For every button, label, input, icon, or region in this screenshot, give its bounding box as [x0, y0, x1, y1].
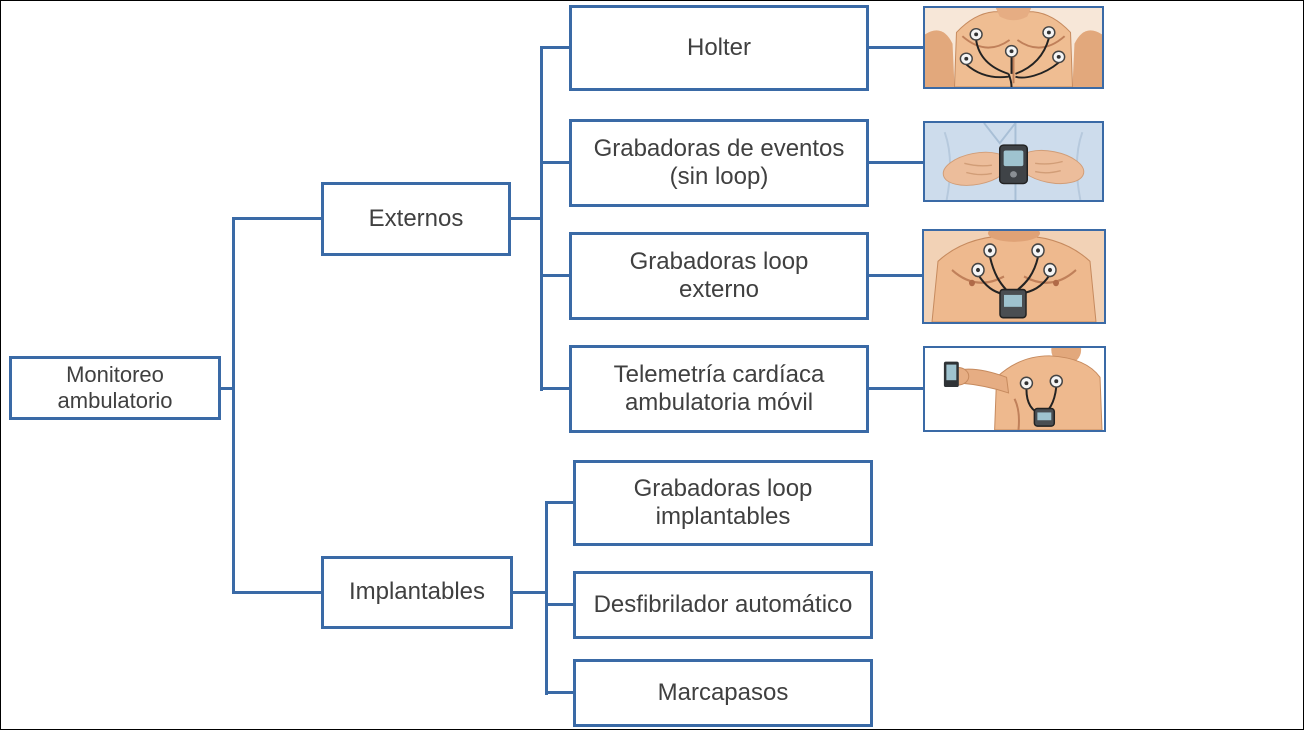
node-implantables: Implantables [321, 556, 513, 629]
connector-externos-out [510, 217, 543, 220]
node-desfibrilador-automatico: Desfibrilador automático [573, 571, 873, 639]
node-label: Telemetría cardíaca ambulatoria móvil [613, 360, 825, 416]
node-holter: Holter [569, 5, 869, 91]
connector-to-eventos [540, 161, 570, 164]
node-label: Grabadoras loop externo [629, 247, 809, 303]
node-label: Implantables [348, 578, 486, 606]
node-grabadoras-loop-implantables: Grabadoras loop implantables [573, 460, 873, 546]
node-label: Desfibrilador automático [593, 590, 853, 618]
connector-main-trunk [232, 217, 235, 594]
connector-to-loop-implantable [545, 501, 574, 504]
mobile-telemetry-illustration [923, 346, 1106, 432]
connector-telemetria-image [868, 387, 924, 390]
handheld-recorder-icon [925, 123, 1102, 200]
node-monitoreo-ambulatorio: Monitoreo ambulatorio [9, 356, 221, 420]
node-externos: Externos [321, 182, 511, 256]
node-marcapasos: Marcapasos [573, 659, 873, 727]
event-recorder-illustration [923, 121, 1104, 202]
connector-holter-image [868, 46, 924, 49]
holter-illustration [923, 6, 1104, 89]
mobile-telemetry-icon [925, 348, 1104, 430]
node-telemetria-cardiaca: Telemetría cardíaca ambulatoria móvil [569, 345, 869, 433]
external-loop-recorder-illustration [922, 229, 1106, 324]
node-label: Grabadoras loop implantables [633, 474, 813, 530]
connector-root-out [220, 387, 235, 390]
connector-to-externos [232, 217, 322, 220]
node-grabadoras-eventos: Grabadoras de eventos (sin loop) [569, 119, 869, 207]
connector-loop-image [868, 274, 924, 277]
holter-torso-icon [925, 8, 1102, 87]
connector-implantables-trunk [545, 501, 548, 695]
node-label: Grabadoras de eventos (sin loop) [593, 134, 845, 190]
connector-to-loop-externo [540, 274, 570, 277]
node-label: Marcapasos [657, 678, 789, 706]
loop-recorder-torso-icon [924, 231, 1104, 322]
connector-to-telemetria [540, 387, 570, 390]
node-label: Holter [686, 33, 752, 61]
connector-to-holter [540, 46, 570, 49]
connector-to-desfibrilador [545, 603, 574, 606]
node-label: Externos [368, 204, 464, 232]
connector-to-implantables [232, 591, 322, 594]
connector-to-marcapasos [545, 691, 574, 694]
connector-eventos-image [868, 161, 924, 164]
connector-implantables-out [512, 591, 548, 594]
connector-externos-trunk [540, 46, 543, 391]
node-grabadoras-loop-externo: Grabadoras loop externo [569, 232, 869, 320]
node-label: Monitoreo ambulatorio [57, 362, 173, 413]
